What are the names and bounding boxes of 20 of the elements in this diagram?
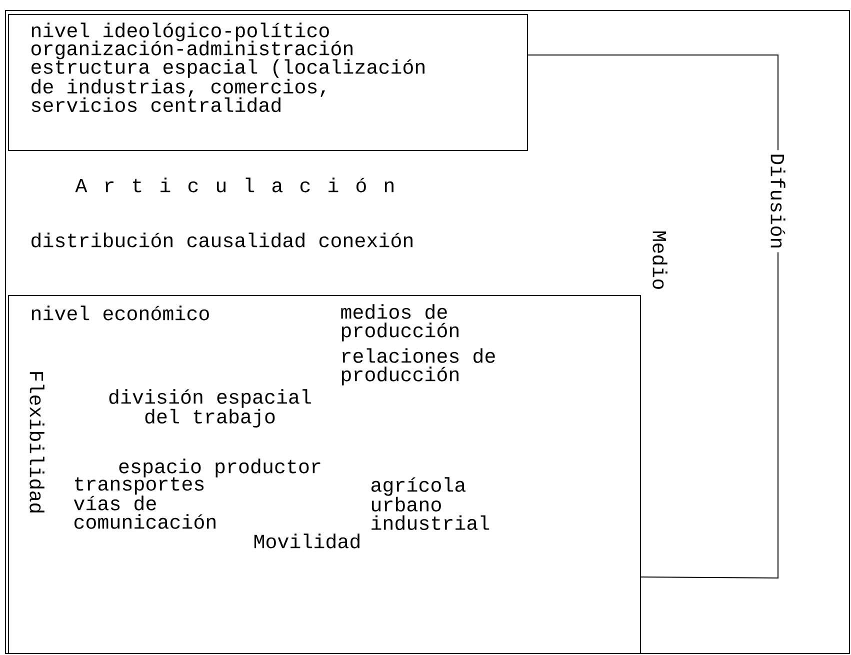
item-text: nivel ideológico-político	[32, 22, 329, 42]
item-text: división espacial del trabajo	[109, 389, 311, 428]
level-box	[8, 294, 641, 654]
vertical-label: Medio	[652, 231, 668, 289]
item-text: Movilidad	[254, 534, 360, 548]
item-text: agrícola urbano industrial	[371, 477, 490, 530]
heading-text: A r t i c u l a c i ó n	[75, 178, 394, 192]
item-text: distribución causalidad conexión	[32, 232, 412, 248]
level-box	[8, 14, 528, 151]
edge-label: Difusión	[768, 150, 788, 252]
vertical-text: Flexibilidad	[30, 372, 44, 512]
item-text: transportes vías de comunicación	[74, 477, 216, 529]
item-text: estructura espacial (localización de industrias, comercios, servicios centralidad	[32, 59, 424, 112]
item-text: nivel económico	[32, 306, 209, 320]
item-text: relaciones de producción	[342, 348, 495, 386]
item-text: medios de producción	[341, 304, 458, 342]
item-text: espacio productor	[119, 458, 320, 478]
bracket-connector	[528, 54, 778, 578]
item-text: organización-administración	[31, 40, 352, 60]
frame-box	[5, 10, 850, 654]
